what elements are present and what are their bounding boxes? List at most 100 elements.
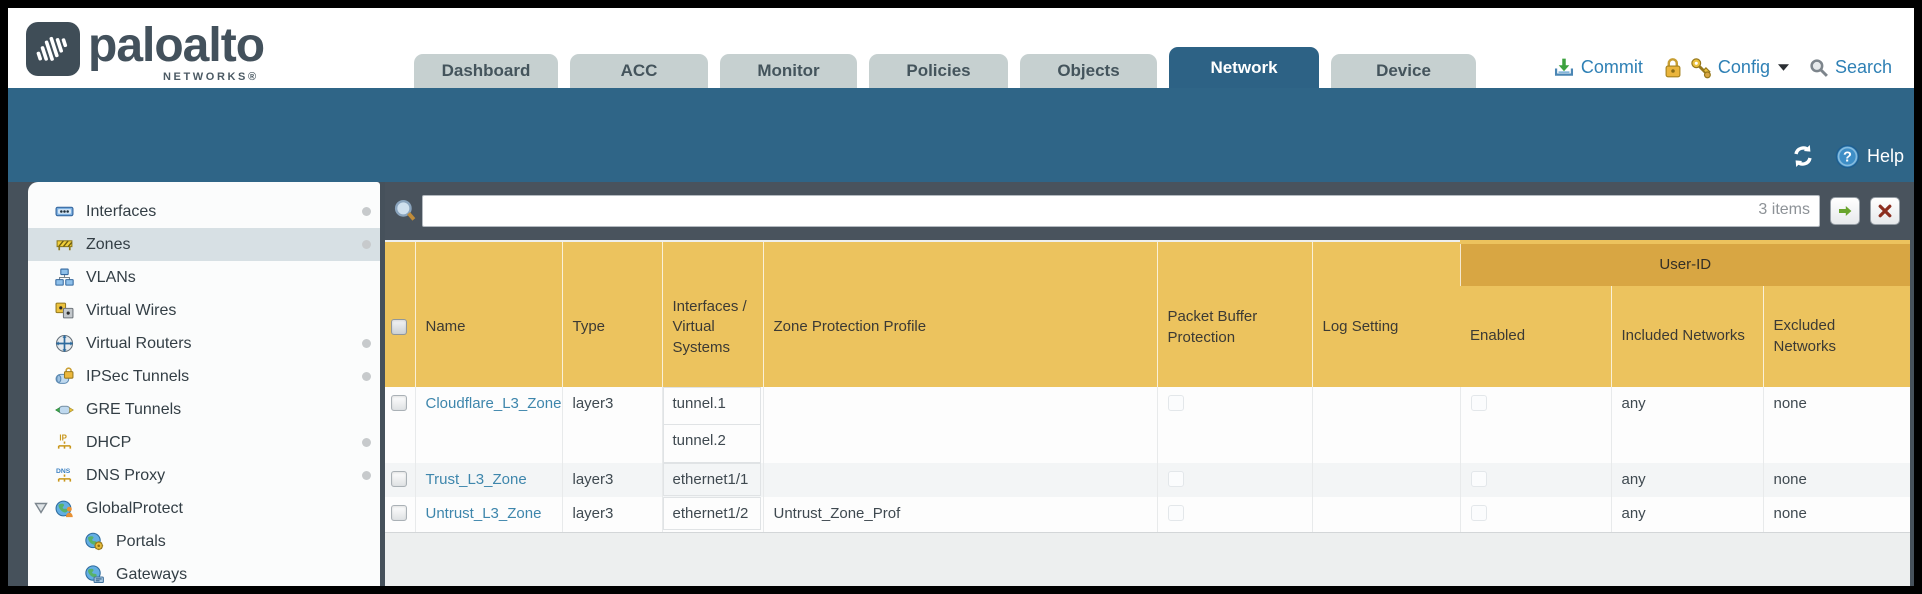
tab-network[interactable]: Network	[1169, 47, 1319, 88]
col-header-name[interactable]: Name	[414, 242, 562, 387]
included-networks: any	[1611, 387, 1764, 463]
commit-link[interactable]: Commit	[1580, 57, 1643, 77]
col-group-user-id: User-ID	[1459, 240, 1910, 286]
row-checkbox[interactable]	[391, 505, 407, 521]
tab-policies[interactable]: Policies	[869, 54, 1008, 88]
tab-objects[interactable]: Objects	[1020, 54, 1157, 88]
network-sidebar: Interfaces Zones VLANs	[28, 182, 380, 586]
search-icon	[1810, 58, 1828, 77]
table-row: Cloudflare_L3_Zone layer3 tunnel.1 tunne…	[385, 387, 1910, 463]
help-icon[interactable]: ?	[1835, 144, 1860, 169]
col-header-log-setting[interactable]: Log Setting	[1311, 242, 1460, 387]
tab-monitor[interactable]: Monitor	[720, 54, 857, 88]
sidebar-item-interfaces[interactable]: Interfaces	[28, 195, 380, 228]
refresh-icon[interactable]	[1790, 143, 1816, 169]
sidebar-item-globalprotect[interactable]: GlobalProtect	[28, 492, 380, 525]
dhcp-icon: IP	[57, 433, 72, 449]
vlans-icon	[55, 268, 74, 286]
col-header-enabled[interactable]: Enabled	[1460, 286, 1611, 387]
sidebar-item-ipsec-tunnels[interactable]: IPSec Tunnels	[28, 360, 380, 393]
main-panel: 3 items	[385, 182, 1910, 586]
band-utilities: ? Help	[1790, 143, 1904, 169]
excluded-networks: none	[1763, 387, 1910, 463]
tab-device[interactable]: Device	[1331, 54, 1476, 88]
userid-enabled-checkbox	[1470, 395, 1487, 411]
status-dot	[362, 471, 371, 480]
filter-search-icon[interactable]	[393, 199, 417, 223]
sidebar-item-gateways[interactable]: Gateways	[28, 558, 380, 586]
zone-interfaces: tunnel.1 tunnel.2	[662, 387, 764, 463]
col-header-zone-protection-profile[interactable]: Zone Protection Profile	[762, 242, 1157, 387]
lock-icon[interactable]	[1663, 57, 1683, 79]
zone-name-link[interactable]: Cloudflare_L3_Zone	[425, 395, 562, 412]
svg-text:?: ?	[1843, 149, 1852, 165]
interface-entry: tunnel.2	[662, 425, 761, 463]
sidebar-item-dns-proxy[interactable]: DNS DNS Proxy	[28, 459, 380, 492]
col-header-included-networks[interactable]: Included Networks	[1610, 286, 1763, 387]
content-area: Interfaces Zones VLANs	[8, 182, 1914, 586]
sidebar-item-label: VLANs	[86, 268, 136, 286]
svg-text:DNS: DNS	[56, 468, 71, 475]
log-setting	[1312, 463, 1461, 497]
green-arrow-icon	[1839, 206, 1852, 216]
sidebar-item-gre-tunnels[interactable]: GRE Tunnels	[28, 393, 380, 426]
col-header-type[interactable]: Type	[561, 242, 662, 387]
search-link[interactable]: Search	[1834, 57, 1892, 77]
config-link[interactable]: Config	[1717, 57, 1770, 77]
log-setting	[1312, 497, 1461, 533]
sidebar-item-label: Virtual Wires	[86, 301, 177, 319]
zone-name-link[interactable]: Untrust_L3_Zone	[425, 505, 542, 522]
packet-buffer-checkbox	[1167, 395, 1184, 411]
tab-dashboard[interactable]: Dashboard	[414, 54, 558, 88]
zone-interfaces: ethernet1/2	[662, 497, 764, 533]
status-dot	[362, 339, 371, 348]
sidebar-item-portals[interactable]: Portals	[28, 525, 380, 558]
chevron-down-icon[interactable]	[1777, 64, 1789, 71]
sidebar-item-virtual-routers[interactable]: Virtual Routers	[28, 327, 380, 360]
apply-filter-button[interactable]	[1830, 197, 1860, 225]
sidebar-item-label: Interfaces	[86, 202, 157, 220]
zone-protection-profile	[763, 463, 1158, 497]
col-header-excluded-networks[interactable]: Excluded Networks	[1762, 286, 1910, 387]
sidebar-item-zones[interactable]: Zones	[28, 228, 380, 261]
virtual-routers-icon	[55, 334, 74, 353]
col-header-packet-buffer-protection[interactable]: Packet Buffer Protection	[1156, 242, 1312, 387]
zone-name-link[interactable]: Trust_L3_Zone	[425, 471, 527, 488]
config-icon	[1691, 58, 1711, 79]
interface-entry: ethernet1/2	[662, 497, 761, 530]
included-networks: any	[1611, 463, 1764, 497]
sidebar-item-label: Portals	[116, 532, 166, 550]
row-checkbox[interactable]	[391, 395, 407, 411]
zone-protection-profile: Untrust_Zone_Prof	[763, 497, 1158, 533]
filter-input[interactable]	[422, 195, 1820, 227]
filter-bar: 3 items	[385, 182, 1910, 240]
included-networks: any	[1611, 497, 1764, 533]
packet-buffer-checkbox	[1167, 471, 1184, 487]
utility-links: Commit Config Searc	[1553, 56, 1892, 79]
zone-type: layer3	[562, 463, 663, 497]
sidebar-item-virtual-wires[interactable]: Virtual Wires	[28, 294, 380, 327]
select-all-header[interactable]	[385, 242, 415, 387]
select-all-checkbox[interactable]	[391, 319, 407, 336]
userid-enabled-checkbox	[1470, 471, 1487, 487]
row-checkbox[interactable]	[391, 471, 407, 487]
col-header-interfaces[interactable]: Interfaces / Virtual Systems	[661, 242, 763, 387]
sidebar-item-dhcp[interactable]: IP DHCP	[28, 426, 380, 459]
dns-proxy-icon: DNS	[56, 468, 72, 482]
teal-band: ? Help	[8, 88, 1914, 182]
ipsec-tunnels-icon	[55, 367, 74, 384]
collapse-triangle-icon[interactable]	[34, 502, 48, 514]
top-bar: paloalto NETWORKS® Dashboard ACC Monitor…	[8, 8, 1914, 88]
sidebar-item-vlans[interactable]: VLANs	[28, 261, 380, 294]
sidebar-item-label: GRE Tunnels	[86, 400, 182, 418]
svg-text:IP: IP	[59, 433, 66, 442]
log-setting	[1312, 387, 1461, 463]
clear-filter-button[interactable]	[1870, 197, 1900, 225]
status-dot	[362, 207, 371, 216]
help-link[interactable]: Help	[1866, 145, 1904, 166]
excluded-networks: none	[1763, 463, 1910, 497]
filter-input-wrap: 3 items	[422, 195, 1820, 227]
tab-acc[interactable]: ACC	[570, 54, 708, 88]
portals-icon	[85, 532, 104, 551]
